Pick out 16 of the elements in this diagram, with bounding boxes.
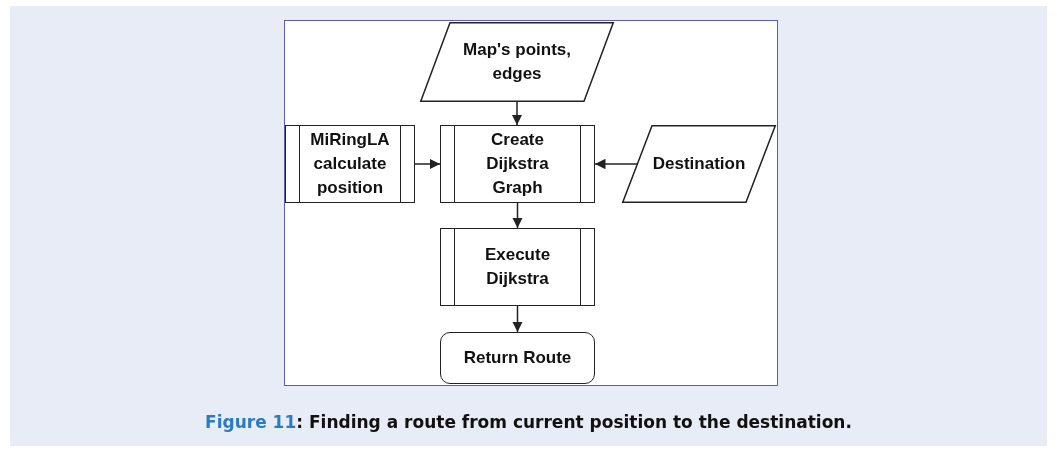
terminal-box [440,332,595,384]
process-box [440,125,595,203]
arrow [414,158,441,170]
process-box [440,228,595,306]
node-label: Create Dijkstra Graph [485,129,550,199]
node-label: Map's points, edges [462,39,572,85]
arrow [511,101,523,126]
node-label: Execute Dijkstra [483,244,552,290]
arrow [512,202,523,229]
figure-caption: Figure 11: Finding a route from current position to the destination. [204,412,853,432]
arrow [512,305,523,333]
node-label: MiRingLA calculate position [309,129,391,199]
node-label: Destination [652,153,746,175]
node-label: Return Route [463,347,572,369]
arrow [594,158,638,170]
process-box [285,125,415,203]
